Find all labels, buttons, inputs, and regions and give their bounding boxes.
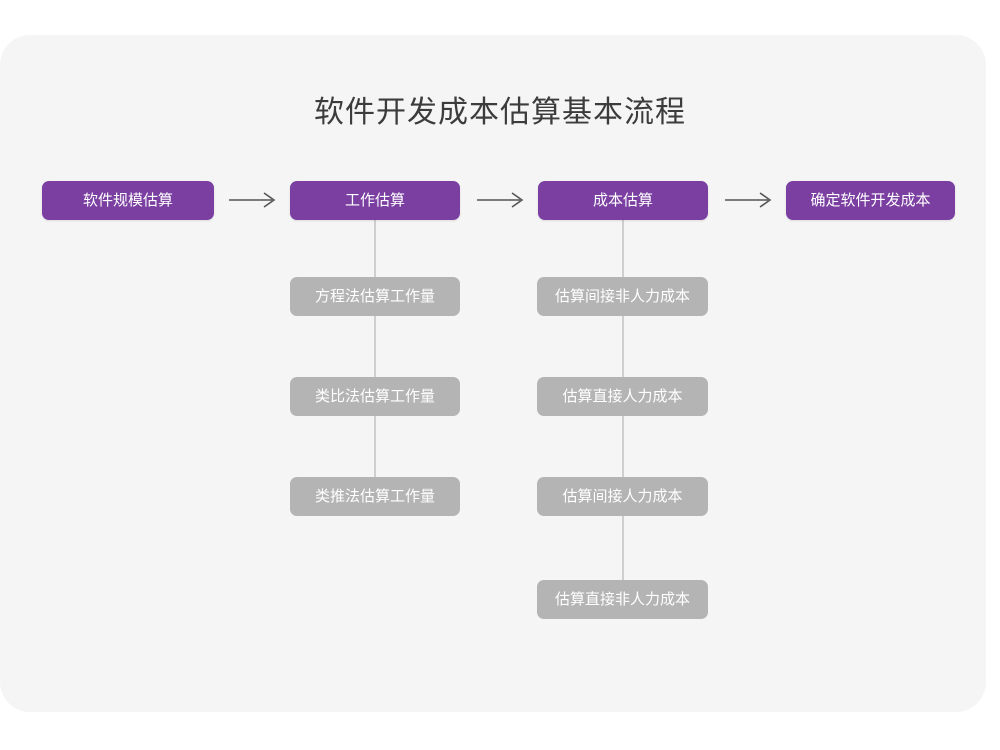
connector-line-col2 (374, 213, 376, 503)
stage-box-software-scale-estimation[interactable]: 软件规模估算 (42, 181, 214, 220)
substep-box-col2-1[interactable]: 方程法估算工作量 (290, 277, 460, 316)
stage-box-work-estimation[interactable]: 工作估算 (290, 181, 460, 220)
diagram-card-background (0, 35, 986, 712)
substep-box-col3-2[interactable]: 估算直接人力成本 (537, 377, 708, 416)
arrow-stage3-to-stage4 (725, 192, 772, 208)
substep-box-col2-2[interactable]: 类比法估算工作量 (290, 377, 460, 416)
substep-box-col3-4[interactable]: 估算直接非人力成本 (537, 580, 708, 619)
stage-box-cost-estimation[interactable]: 成本估算 (538, 181, 708, 220)
substep-box-col2-3[interactable]: 类推法估算工作量 (290, 477, 460, 516)
page-title: 软件开发成本估算基本流程 (314, 96, 686, 129)
substep-box-col3-1[interactable]: 估算间接非人力成本 (537, 277, 708, 316)
substep-box-col3-3[interactable]: 估算间接人力成本 (537, 477, 708, 516)
arrow-stage2-to-stage3 (477, 192, 524, 208)
stage-box-determine-development-cost[interactable]: 确定软件开发成本 (786, 181, 955, 220)
arrow-stage1-to-stage2 (229, 192, 276, 208)
